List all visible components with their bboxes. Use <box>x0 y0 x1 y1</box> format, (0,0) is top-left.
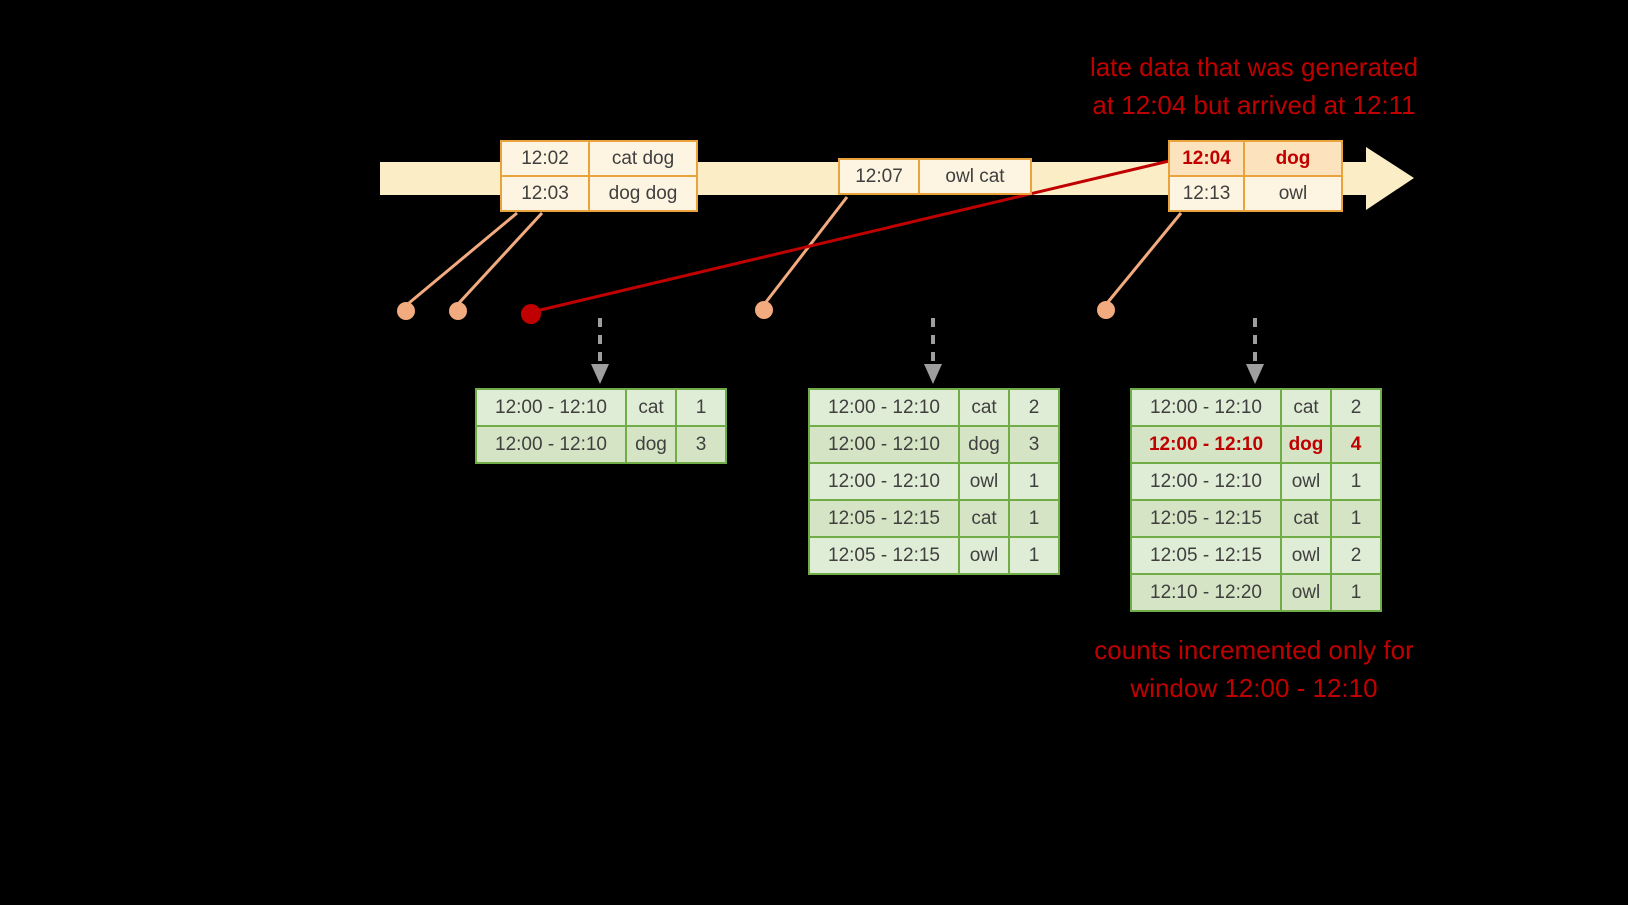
result-word-cell: cat <box>960 501 1008 536</box>
result-count-cell: 3 <box>677 427 725 462</box>
result-window-cell: 12:05 - 12:15 <box>1132 538 1280 573</box>
result-window-cell: 12:05 - 12:15 <box>810 501 958 536</box>
event-time-cell: 12:13 <box>1170 177 1243 210</box>
result-word-cell: dog <box>1282 427 1330 462</box>
result-count-cell: 1 <box>1010 538 1058 573</box>
event-words-cell: owl cat <box>920 160 1030 193</box>
result-word-cell: owl <box>960 464 1008 499</box>
result-word-cell: owl <box>1282 575 1330 610</box>
late-data-note: late data that was generated at 12:04 bu… <box>1058 48 1450 124</box>
result-window-cell: 12:00 - 12:10 <box>810 427 958 462</box>
result-word-cell: dog <box>627 427 675 462</box>
event-connector-line <box>408 211 518 305</box>
result-window-cell: 12:00 - 12:10 <box>477 427 625 462</box>
result-count-cell: 1 <box>677 390 725 425</box>
result-count-cell: 1 <box>1010 464 1058 499</box>
result-word-cell: cat <box>627 390 675 425</box>
result-window-cell: 12:00 - 12:10 <box>1132 427 1280 462</box>
event-dot <box>755 301 773 319</box>
result-word-cell: cat <box>960 390 1008 425</box>
late-data-dot <box>521 304 541 324</box>
late-data-note-line2: at 12:04 but arrived at 12:11 <box>1092 90 1416 120</box>
event-connector-line <box>1106 212 1183 303</box>
event-dot <box>1097 301 1115 319</box>
result-word-cell: cat <box>1282 501 1330 536</box>
result-window-cell: 12:05 - 12:15 <box>810 538 958 573</box>
result-word-cell: owl <box>1282 464 1330 499</box>
result-window-cell: 12:05 - 12:15 <box>1132 501 1280 536</box>
event-words-cell-late: dog <box>1245 142 1341 175</box>
result-count-cell: 1 <box>1332 575 1380 610</box>
result-count-cell: 2 <box>1010 390 1058 425</box>
event-time-cell-late: 12:04 <box>1170 142 1243 175</box>
result-count-cell: 1 <box>1332 501 1380 536</box>
result-word-cell: cat <box>1282 390 1330 425</box>
result-count-cell: 4 <box>1332 427 1380 462</box>
trigger-arrowhead <box>924 364 942 384</box>
event-connector-lines <box>408 196 1183 305</box>
result-count-cell: 1 <box>1010 501 1058 536</box>
result-window-cell: 12:00 - 12:10 <box>477 390 625 425</box>
event-time-dots <box>397 301 1115 320</box>
result-window-cell: 12:00 - 12:10 <box>810 464 958 499</box>
trigger-arrowhead <box>1246 364 1264 384</box>
event-dot <box>449 302 467 320</box>
result-window-cell: 12:00 - 12:10 <box>1132 464 1280 499</box>
event-connector-line <box>457 211 544 305</box>
event-time-cell: 12:02 <box>502 142 588 175</box>
event-words-cell: cat dog <box>590 142 696 175</box>
trigger-arrowhead <box>591 364 609 384</box>
result-count-cell: 1 <box>1332 464 1380 499</box>
result-window-cell: 12:00 - 12:10 <box>1132 390 1280 425</box>
event-time-cell: 12:07 <box>840 160 918 193</box>
late-data-connector-line <box>535 159 1170 313</box>
result-window-cell: 12:10 - 12:20 <box>1132 575 1280 610</box>
trigger-arrow-2 <box>924 318 942 384</box>
event-connector-line <box>764 196 849 303</box>
result-count-cell: 3 <box>1010 427 1058 462</box>
timeline-arrowhead <box>1366 147 1414 210</box>
event-time-cell: 12:03 <box>502 177 588 210</box>
late-data-note-line1: late data that was generated <box>1089 52 1419 82</box>
result-word-cell: owl <box>1282 538 1330 573</box>
counts-note-line1: counts incremented only for <box>1094 635 1414 665</box>
result-window-cell: 12:00 - 12:10 <box>810 390 958 425</box>
trigger-arrow-1 <box>591 318 609 384</box>
result-word-cell: owl <box>960 538 1008 573</box>
event-dot <box>397 302 415 320</box>
result-count-cell: 2 <box>1332 538 1380 573</box>
counts-incremented-note: counts incremented only for window 12:00… <box>1050 631 1458 707</box>
event-words-cell: owl <box>1245 177 1341 210</box>
trigger-arrow-3 <box>1246 318 1264 384</box>
event-words-cell: dog dog <box>590 177 696 210</box>
result-word-cell: dog <box>960 427 1008 462</box>
result-count-cell: 2 <box>1332 390 1380 425</box>
counts-note-line2: window 12:00 - 12:10 <box>1130 673 1378 703</box>
